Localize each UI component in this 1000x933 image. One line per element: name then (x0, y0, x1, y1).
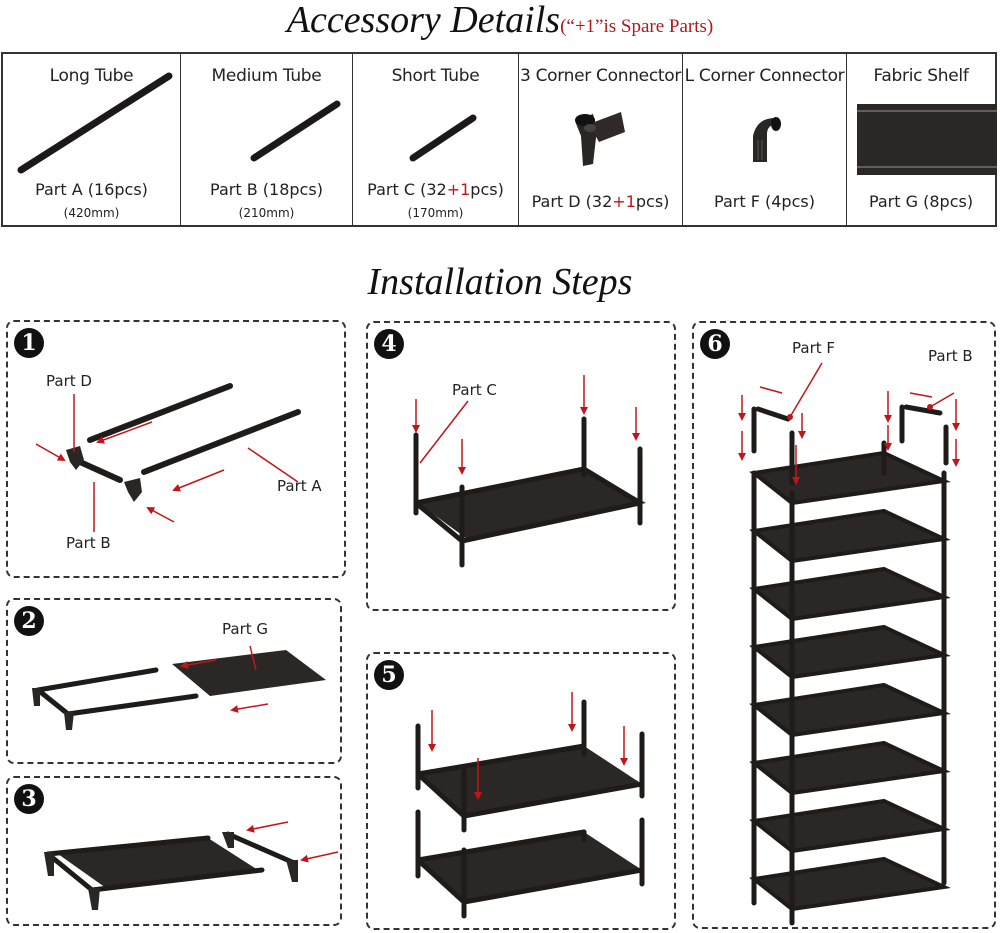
part-name: L Corner Connector (684, 66, 845, 86)
part-id-qty: Part C (32+1pcs) (353, 180, 518, 199)
step-2-illustration (32, 645, 326, 730)
tower-shelf (749, 682, 951, 738)
part-qty: (32 (420, 180, 447, 199)
part-cell-medium-tube: Medium Tube Part B (18pcs) (210mm) (181, 54, 353, 225)
part-name: 3 Corner Connector (519, 66, 682, 86)
tower-shelf (749, 566, 951, 622)
step-5-illustration (415, 692, 645, 919)
part-label: Part G (868, 192, 919, 211)
tower-shelf (749, 740, 951, 796)
step-1-illustration (35, 383, 301, 532)
parts-table: Long Tube Part A (16pcs) (420mm) Medium … (1, 52, 997, 227)
tower-shelf (749, 450, 951, 506)
part-qty: (16pcs) (87, 180, 148, 199)
tower-shelf (749, 856, 951, 912)
step-number-badge: 6 (700, 329, 730, 359)
part-label: Part A (35, 180, 83, 199)
short-tube-image (409, 114, 477, 162)
3-corner-connector-image (575, 112, 625, 166)
part-label: Part B (210, 180, 258, 199)
part-id-qty: Part A (16pcs) (3, 180, 180, 199)
fabric-shelf-image (857, 104, 997, 175)
part-label: Part D (531, 192, 581, 211)
step-number-badge: 4 (374, 329, 404, 359)
step-number-badge: 2 (14, 606, 44, 636)
part-size: (170mm) (407, 206, 464, 220)
step-5-panel: 5 (366, 652, 676, 930)
part-cell-fabric-shelf: Fabric Shelf Part G (8pcs) (847, 54, 997, 225)
tower-shelf (749, 508, 951, 564)
part-size: (210mm) (238, 206, 295, 220)
part-label: Part C (367, 180, 415, 199)
installation-steps-title: Installation Steps (367, 261, 633, 303)
part-qty-suffix: pcs) (635, 192, 670, 211)
label-part-b: Part B (66, 534, 111, 552)
label-part-a: Part A (277, 477, 322, 495)
step-number-badge: 5 (374, 660, 404, 690)
label-part-d: Part D (46, 372, 92, 390)
step-2-panel: 2 Part G (6, 598, 342, 764)
part-qty: (32 (585, 192, 613, 211)
part-qty: (8pcs) (923, 192, 974, 211)
long-tube-image (17, 72, 173, 174)
part-cell-l-corner-connector: L Corner Connector Part F (4pcs) (683, 54, 847, 225)
step-6-illustration (738, 362, 960, 926)
part-size: (420mm) (63, 206, 120, 220)
step-3-illustration (44, 821, 339, 910)
step-4-illustration (412, 375, 646, 568)
part-label: Part F (714, 192, 760, 211)
part-cell-long-tube: Long Tube Part A (16pcs) (420mm) (3, 54, 181, 225)
step-4-panel: 4 Part C (366, 321, 676, 611)
spare-count: +1 (446, 180, 471, 199)
part-cell-3-corner-connector: 3 Corner Connector Part D (32+1pcs) (519, 54, 683, 225)
label-part-g: Part G (222, 620, 269, 638)
step-number-badge: 3 (14, 784, 44, 814)
tower-shelf (749, 798, 951, 854)
step-6-panel: 6 P (692, 321, 996, 929)
label-part-c: Part C (452, 381, 497, 399)
part-name: Fabric Shelf (873, 66, 969, 86)
part-cell-short-tube: Short Tube Part C (32+1pcs) (170mm) (353, 54, 519, 225)
part-qty: (18pcs) (262, 180, 323, 199)
part-id-qty: Part F (4pcs) (683, 192, 846, 211)
spare-parts-note: (“+1”is Spare Parts) (560, 16, 714, 37)
tower-shelf (749, 624, 951, 680)
l-corner-connector-image (753, 117, 781, 162)
part-id-qty: Part D (32+1pcs) (519, 192, 682, 211)
part-id-qty: Part B (18pcs) (181, 180, 352, 199)
part-name: Short Tube (391, 66, 480, 86)
part-id-qty: Part G (8pcs) (847, 192, 995, 211)
step-1-panel: 1 Part D Part A Part B (6, 320, 346, 578)
accessory-details-title: Accessory Details (286, 0, 561, 41)
spare-count: +1 (612, 192, 636, 211)
part-qty-suffix: pcs) (470, 180, 504, 199)
part-name: Medium Tube (211, 66, 322, 86)
medium-tube-image (250, 100, 341, 162)
part-name: Long Tube (49, 66, 134, 86)
label-part-f: Part F (792, 339, 836, 357)
part-qty: (4pcs) (765, 192, 815, 211)
step-3-panel: 3 (6, 776, 342, 926)
accessory-details-heading: Accessory Details(“+1”is Spare Parts) (0, 0, 1000, 47)
step-number-badge: 1 (14, 328, 44, 358)
label-part-b: Part B (928, 347, 973, 365)
